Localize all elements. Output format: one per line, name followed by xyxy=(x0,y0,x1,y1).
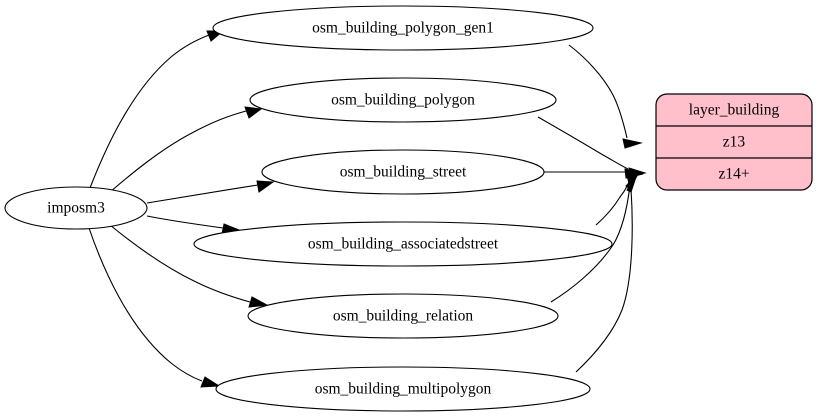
osm-building-multipolygon-ellipse[interactable] xyxy=(215,366,591,412)
edge-imposm3-to-osm-building-relation xyxy=(109,224,269,308)
node-imposm3[interactable]: imposm3 xyxy=(4,186,148,230)
edge-imposm3-to-osm-building-associatedstreet xyxy=(146,215,241,235)
osm-building-street-label: osm_building_street xyxy=(340,164,467,181)
osm-building-polygon-label: osm_building_polygon xyxy=(331,92,475,109)
osm-building-relation-label: osm_building_relation xyxy=(333,308,474,325)
node-osm-building-polygon-gen1[interactable]: osm_building_polygon_gen1 xyxy=(212,5,594,51)
node-osm-building-relation[interactable]: osm_building_relation xyxy=(247,293,559,339)
osm-building-relation-ellipse[interactable] xyxy=(247,293,559,339)
edge-imposm3-to-osm-building-multipolygon xyxy=(88,227,221,388)
node-osm-building-multipolygon[interactable]: osm_building_multipolygon xyxy=(215,366,591,412)
osm-building-polygon-gen1-ellipse[interactable] xyxy=(212,5,594,51)
edge-group-tables-to-layer xyxy=(537,44,647,373)
imposm3-ellipse[interactable] xyxy=(4,186,148,230)
imposm3-label: imposm3 xyxy=(47,200,105,217)
node-layer-building[interactable]: layer_building z13 z14+ xyxy=(655,93,813,191)
node-osm-building-street[interactable]: osm_building_street xyxy=(261,149,545,195)
edge-imposm3-to-osm-building-street xyxy=(146,180,275,204)
osm-building-associatedstreet-ellipse[interactable] xyxy=(193,221,613,267)
edge-osm-building-polygon-gen1-to-layer-z13 xyxy=(568,44,643,149)
osm-building-associatedstreet-label: osm_building_associatedstreet xyxy=(308,236,499,253)
node-osm-building-associatedstreet[interactable]: osm_building_associatedstreet xyxy=(193,221,613,267)
edge-imposm3-to-osm-building-polygon xyxy=(109,106,263,193)
osm-building-polygon-gen1-label: osm_building_polygon_gen1 xyxy=(312,20,494,37)
layer-building-name-label: layer_building xyxy=(689,102,780,119)
osm-building-multipolygon-label: osm_building_multipolygon xyxy=(315,381,492,398)
layer-building-z13-label: z13 xyxy=(723,134,746,151)
node-osm-building-polygon[interactable]: osm_building_polygon xyxy=(249,77,557,123)
edge-osm-building-multipolygon-to-layer-z14plus xyxy=(575,173,638,373)
edge-imposm3-to-osm-building-polygon-gen1 xyxy=(89,30,225,189)
osm-building-polygon-ellipse[interactable] xyxy=(249,77,557,123)
osm-building-street-ellipse[interactable] xyxy=(261,149,545,195)
layer-building-box[interactable] xyxy=(655,93,813,191)
layer-building-z14plus-label: z14+ xyxy=(718,166,749,183)
